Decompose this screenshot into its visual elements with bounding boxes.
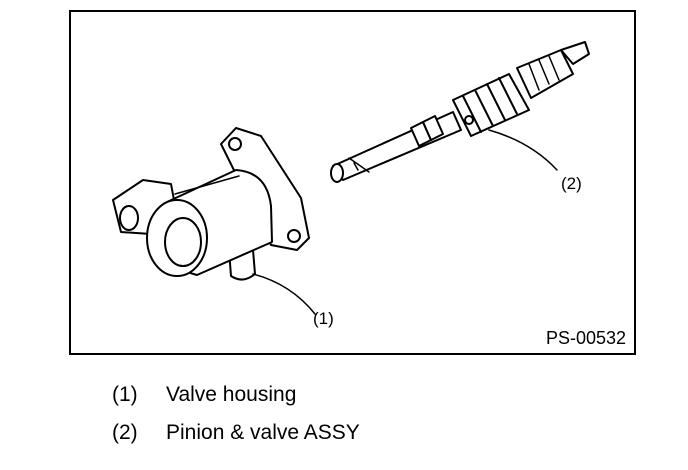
legend-label: Pinion & valve ASSY xyxy=(166,421,360,444)
parts-illustration xyxy=(112,41,590,315)
sleeve-ring-2 xyxy=(474,89,494,127)
leader-line-2 xyxy=(488,129,558,171)
pinion-valve-assy-drawing xyxy=(330,41,590,183)
shaft-end xyxy=(330,163,344,183)
legend-number: (2) xyxy=(112,421,138,444)
shaft-collar-2 xyxy=(422,115,444,141)
flange-bolt-hole-bottom xyxy=(287,229,301,243)
figure-code: PS-00532 xyxy=(545,328,626,348)
leader-line-1 xyxy=(252,273,316,315)
legend-number: (1) xyxy=(112,383,138,406)
sleeve-ring-1 xyxy=(462,95,482,133)
valve-housing-drawing xyxy=(112,127,310,281)
sleeve-pin xyxy=(464,115,474,125)
valve-sleeve xyxy=(452,73,530,137)
parts-legend: (1) Valve housing (2) Pinion & valve ASS… xyxy=(112,384,360,460)
legend-item: (1) Valve housing xyxy=(112,384,360,422)
legend-label: Valve housing xyxy=(166,383,297,406)
flange-bolt-hole-top xyxy=(228,137,242,151)
figure-frame: (1) (2) PS-00532 xyxy=(69,10,636,355)
sleeve-ring-3 xyxy=(486,83,506,121)
sleeve-ring-4 xyxy=(498,77,518,115)
callout-2: (2) xyxy=(561,174,582,193)
housing-front-bore xyxy=(164,217,202,267)
callout-1: (1) xyxy=(313,309,334,328)
legend-item: (2) Pinion & valve ASSY xyxy=(112,422,360,460)
pinion-tip xyxy=(560,41,590,65)
side-port-bore xyxy=(119,205,139,231)
pinion-shaft xyxy=(332,111,462,181)
